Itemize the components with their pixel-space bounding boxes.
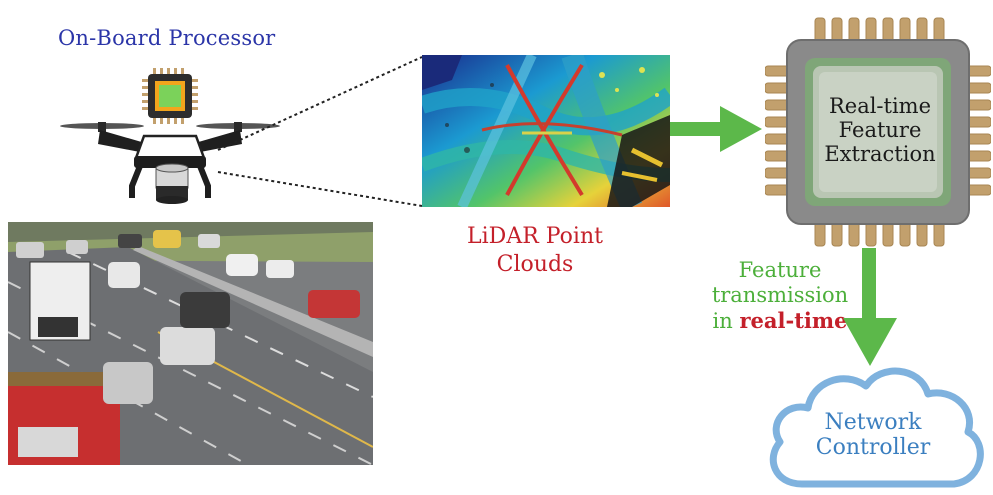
cloud-label-line-2: Controller bbox=[815, 435, 931, 460]
cloud-label: Network Controller bbox=[788, 410, 958, 460]
transmission-emphasis: real-time bbox=[739, 308, 848, 333]
transmission-line-3: in real-time bbox=[692, 308, 868, 334]
chip-icon bbox=[765, 17, 991, 247]
transmission-label: Feature transmission in real-time bbox=[692, 258, 868, 334]
chip-label-line-1: Real-time bbox=[828, 94, 932, 118]
chip-label-line-2: Feature bbox=[838, 118, 922, 142]
transmission-line-1: Feature bbox=[738, 258, 822, 282]
lidar-sensor-icon bbox=[155, 163, 189, 204]
chip-label: Real-time Feature Extraction bbox=[806, 94, 954, 166]
drone-icon bbox=[60, 68, 280, 204]
transmission-line-2: transmission bbox=[711, 283, 849, 307]
lidar-point-cloud-image bbox=[422, 55, 670, 207]
arrow-right-icon bbox=[670, 106, 762, 152]
lidar-title: LiDAR Point Clouds bbox=[467, 224, 603, 277]
cloud-icon bbox=[769, 367, 984, 488]
transmission-prefix: in bbox=[712, 309, 733, 333]
chip-label-line-3: Extraction bbox=[824, 142, 936, 166]
arrow-down-icon bbox=[843, 248, 897, 366]
small-chip-icon bbox=[142, 68, 198, 124]
processor-title: On-Board Processor bbox=[58, 26, 276, 50]
cloud-label-line-1: Network bbox=[824, 410, 922, 435]
highway-traffic-photo bbox=[8, 222, 373, 465]
